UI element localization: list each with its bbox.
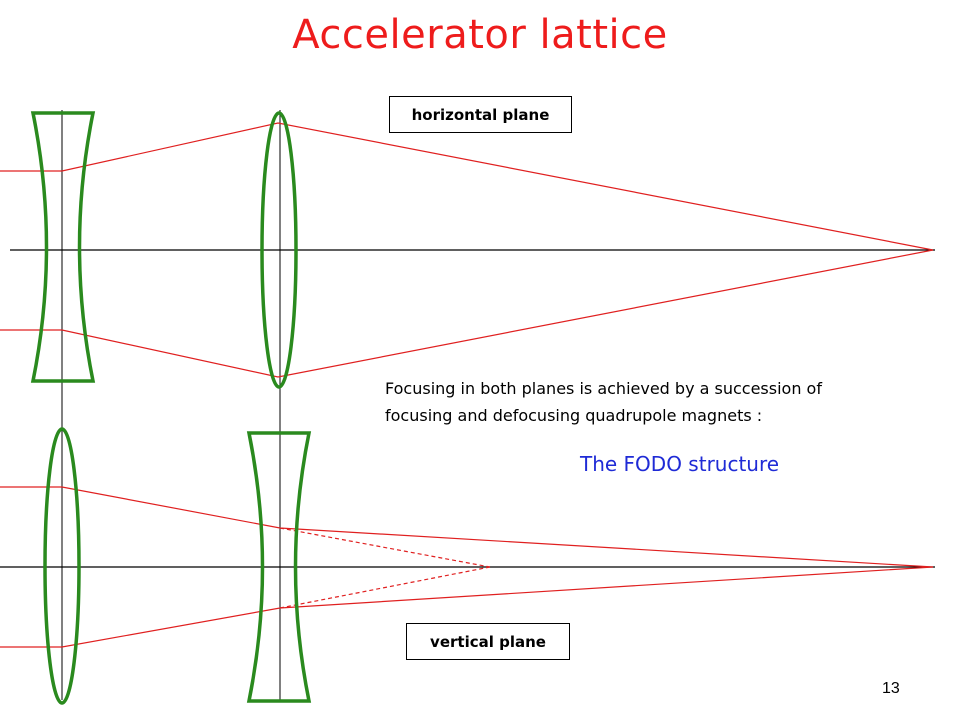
defocusing-lens-h bbox=[30, 111, 96, 383]
v-ray-lower-dashed bbox=[279, 566, 491, 609]
horizontal-rays bbox=[0, 122, 934, 378]
horizontal-plane-label: horizontal plane bbox=[389, 96, 572, 133]
slide-title: Accelerator lattice bbox=[292, 12, 668, 58]
v-ray-upper bbox=[0, 486, 934, 568]
focusing-lens-h bbox=[260, 111, 298, 389]
description-line-1: Focusing in both planes is achieved by a… bbox=[385, 379, 822, 398]
description-line-2: focusing and defocusing quadrupole magne… bbox=[385, 406, 763, 425]
vertical-rays bbox=[0, 486, 934, 648]
fodo-structure-highlight: The FODO structure bbox=[580, 452, 780, 476]
v-ray-upper-dashed bbox=[279, 527, 491, 568]
v-ray-lower bbox=[0, 566, 934, 648]
h-ray-lower bbox=[0, 249, 934, 378]
page-number: 13 bbox=[882, 680, 900, 697]
description-text: Focusing in both planes is achieved by a… bbox=[385, 375, 945, 429]
defocusing-lens-v bbox=[246, 431, 312, 703]
focusing-lens-v bbox=[43, 427, 81, 705]
vertical-plane-label: vertical plane bbox=[406, 623, 570, 660]
h-ray-upper bbox=[0, 122, 934, 251]
